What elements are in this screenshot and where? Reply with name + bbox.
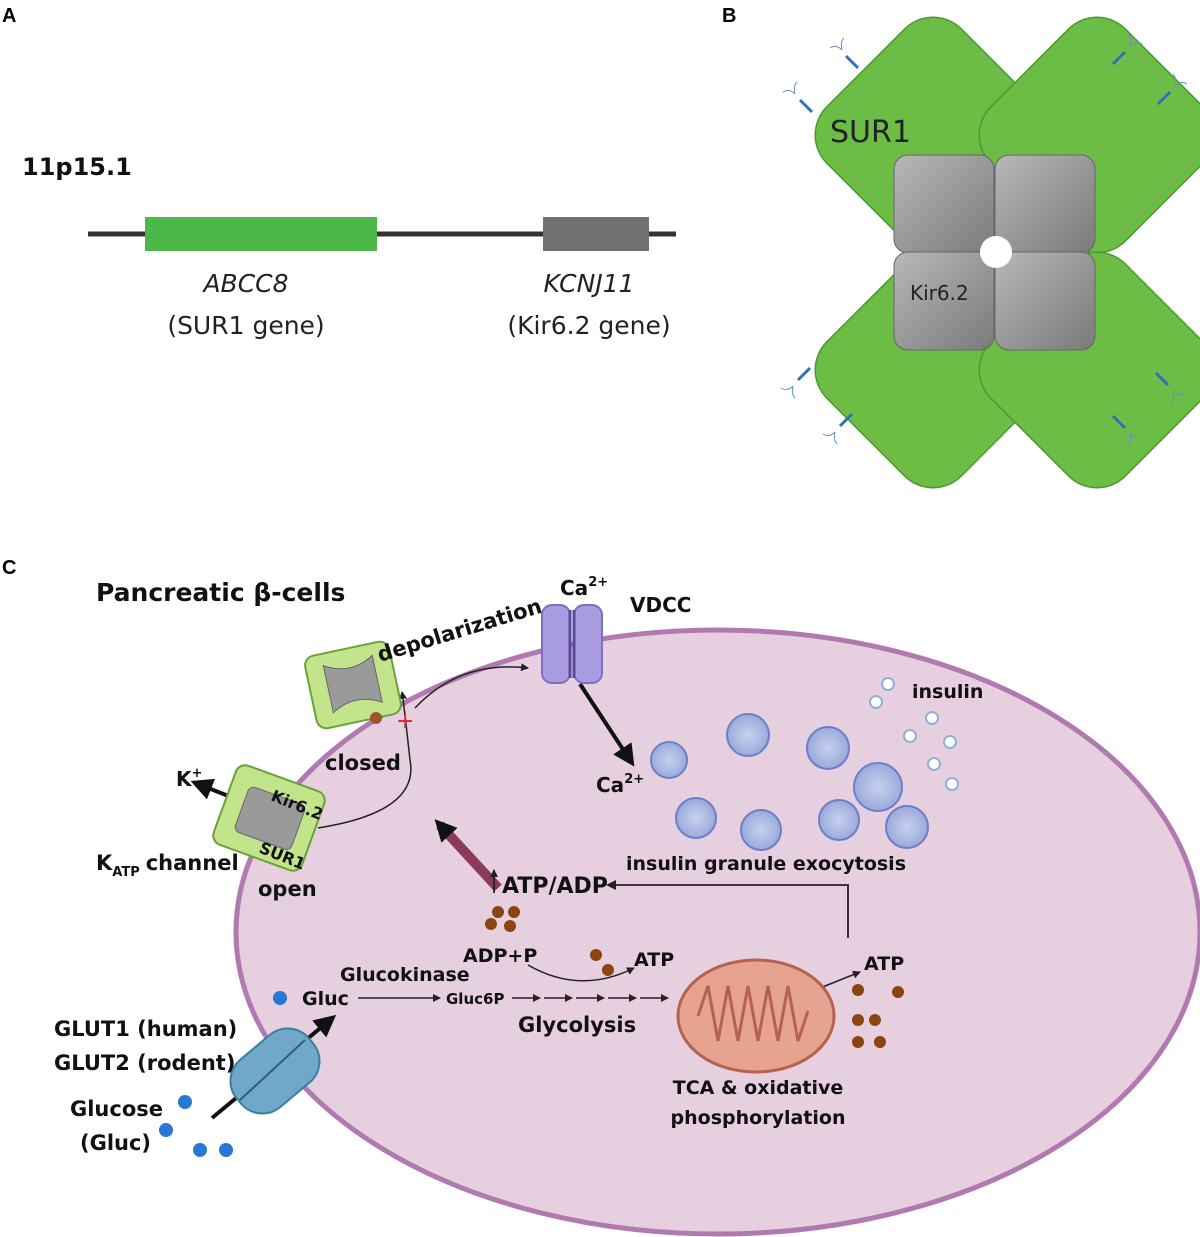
- kir62-label: Kir6.2: [910, 281, 969, 305]
- label-exocytosis: insulin granule exocytosis: [626, 853, 906, 875]
- label-glucokinase: Glucokinase: [340, 964, 470, 986]
- granule: [853, 762, 903, 812]
- kir62-subunit-3: [893, 251, 995, 351]
- abcc8-gene-name: ABCC8: [201, 269, 288, 298]
- released-insulin: [869, 677, 959, 791]
- label-closed: closed: [325, 751, 401, 775]
- granule: [675, 797, 717, 839]
- granule: [806, 726, 850, 770]
- atp-effect-arrow: [434, 819, 502, 892]
- ca-influx-arrow: [578, 682, 635, 767]
- label-ca-inside: Ca2+: [596, 772, 644, 797]
- kcnj11-gene-desc: (Kir6.2 gene): [507, 311, 670, 340]
- closed-to-vdcc-arrow: [414, 663, 529, 709]
- kir62-subunit-4: [994, 251, 1096, 351]
- label-tca-1: TCA & oxidative: [673, 1077, 844, 1099]
- panel-a-letter: A: [2, 5, 16, 27]
- kir62-tetramer: [893, 154, 1096, 351]
- panel-c-title: Pancreatic β-cells: [96, 578, 345, 607]
- katp-channel-open: [212, 764, 326, 872]
- label-insulin: insulin: [912, 681, 983, 703]
- label-glut2: GLUT2 (rodent): [54, 1051, 235, 1075]
- label-gluc6p: Gluc6P: [446, 990, 504, 1008]
- label-glut1: GLUT1 (human): [54, 1017, 237, 1041]
- glycosylation-sites: [780, 33, 1188, 447]
- label-adp-p: ADP+P: [463, 945, 537, 967]
- panel-a: A 11p15.1 ABCC8 (SUR1 gene) KCNJ11 (Kir6…: [2, 5, 676, 340]
- atp-bound-icon: [370, 712, 382, 724]
- label-ca-top: Ca2+: [560, 575, 608, 600]
- panel-c: C Pancreatic β-cells +: [2, 557, 1200, 1237]
- atp-molecules: [485, 906, 904, 1048]
- granule: [740, 809, 782, 851]
- label-vdcc: VDCC: [630, 593, 691, 617]
- sur1-label: SUR1: [830, 115, 911, 150]
- label-gluc: Gluc: [302, 988, 349, 1010]
- vdcc-channel: [541, 604, 603, 684]
- label-glycolysis: Glycolysis: [518, 1013, 636, 1037]
- label-atp-glycolysis: ATP: [634, 949, 674, 971]
- panel-c-letter: C: [2, 557, 16, 579]
- abcc8-gene-desc: (SUR1 gene): [167, 311, 324, 340]
- chromosome-locus: 11p15.1: [22, 153, 132, 181]
- label-tca-2: phosphorylation: [671, 1107, 846, 1129]
- panel-b: B SUR1 Kir6.2: [722, 5, 1200, 489]
- abcc8-gene-box: [145, 217, 377, 251]
- granule: [818, 799, 860, 841]
- channel-pore: [980, 236, 1012, 268]
- kcnj11-gene-name: KCNJ11: [543, 269, 634, 298]
- mitochondrion-icon: [676, 958, 836, 1074]
- kir62-subunit-2: [994, 154, 1096, 254]
- granule: [726, 713, 770, 757]
- panel-b-letter: B: [722, 5, 736, 27]
- granule: [650, 741, 688, 779]
- kcnj11-gene-box: [543, 217, 649, 251]
- granule: [885, 805, 929, 849]
- label-atp-mito: ATP: [864, 953, 904, 975]
- block-mark-icon: +: [396, 709, 414, 734]
- label-glucose: Glucose: [70, 1097, 163, 1121]
- glut-transporter: [229, 1027, 321, 1115]
- glucose-molecules: [159, 991, 287, 1157]
- insulin-granules: [650, 713, 929, 851]
- adp-to-atp-arrow: [527, 964, 635, 982]
- label-k-ion: K+: [176, 766, 202, 791]
- beta-cell-body: [233, 627, 1200, 1237]
- atp-to-ratio-arrow: [606, 880, 849, 938]
- katp-channel-closed: +: [304, 640, 414, 734]
- label-gluc-paren: (Gluc): [80, 1131, 151, 1155]
- label-atp-adp-ratio: ATP/ADP: [502, 874, 608, 899]
- kir62-subunit-1: [893, 154, 995, 254]
- open-to-closed-arrow: [317, 691, 412, 829]
- label-open: open: [258, 877, 317, 901]
